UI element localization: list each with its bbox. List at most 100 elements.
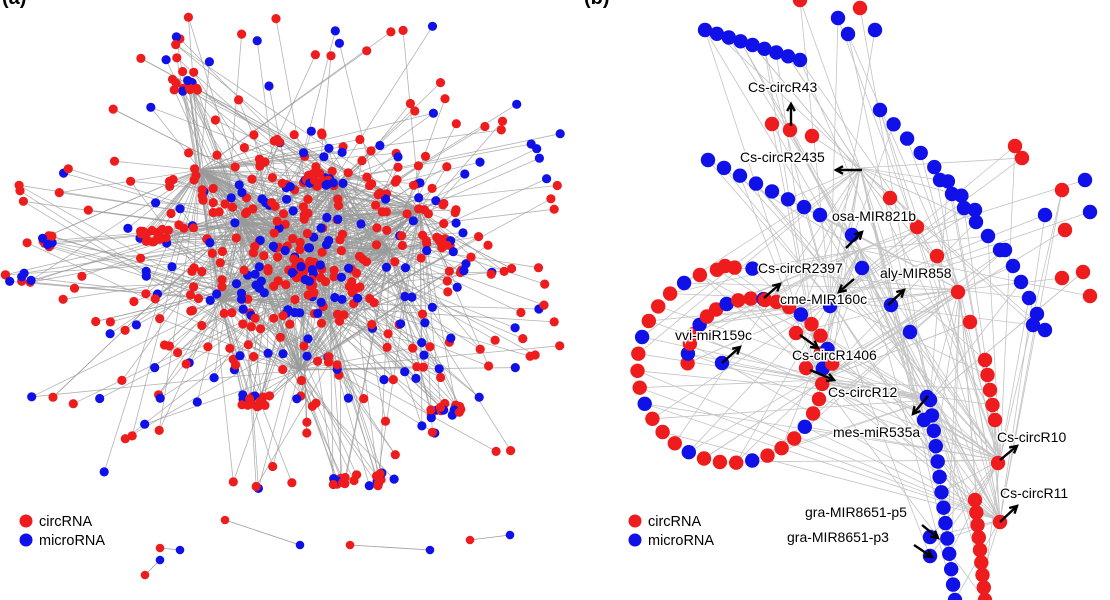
network-edge [699, 274, 821, 381]
legend-circrna-marker [19, 514, 33, 528]
network-node [634, 329, 650, 345]
network-node [637, 396, 652, 411]
network-node [332, 360, 342, 370]
network-node [159, 340, 170, 350]
network-node [239, 265, 249, 275]
network-edge [889, 197, 961, 291]
network-edge [859, 249, 1001, 523]
network-node [466, 252, 476, 262]
network-node [313, 308, 323, 318]
panel-a-label: (a) [2, 0, 26, 9]
network-edge [158, 169, 201, 431]
network-node [362, 172, 372, 182]
network-node [774, 441, 789, 456]
network-node [300, 275, 310, 285]
network-node [317, 128, 327, 138]
network-edge [847, 33, 931, 401]
network-node [446, 333, 456, 343]
network-node [882, 190, 898, 206]
annotation-arrowhead [923, 549, 935, 559]
network-node [651, 299, 666, 314]
network-edge [957, 291, 1001, 521]
network-edge [30, 219, 241, 281]
network-node [534, 153, 545, 163]
network-node [230, 360, 241, 370]
network-node [189, 263, 199, 273]
network-edge [799, 0, 831, 301]
network-node [192, 397, 202, 407]
panel-b-labels: Cs-circR43Cs-circR2435osa-MIR821bCs-circ… [674, 78, 1070, 547]
network-edge [252, 279, 271, 397]
network-node [371, 471, 382, 481]
network-node [271, 14, 281, 24]
annotation-label: Cs-circR43 [748, 79, 817, 95]
network-edge [771, 123, 1001, 521]
network-node [1054, 182, 1070, 198]
network-node [383, 329, 393, 339]
network-node [251, 280, 261, 290]
network-node [428, 108, 438, 118]
network-node [555, 341, 565, 351]
network-node [397, 240, 407, 251]
network-edge [929, 281, 1022, 401]
network-node [329, 272, 339, 282]
network-node [375, 188, 385, 198]
network-node [43, 239, 53, 250]
network-node [542, 174, 552, 184]
network-node [407, 292, 417, 302]
network-node [231, 279, 242, 289]
network-edge [299, 55, 332, 371]
network-edge [734, 267, 961, 291]
network-node [448, 247, 458, 257]
network-node [259, 251, 269, 261]
network-node [366, 146, 376, 156]
network-node [178, 66, 188, 77]
network-node [226, 193, 236, 203]
legend-circrna-label: circRNA [648, 514, 701, 530]
network-node [411, 373, 421, 383]
network-node [220, 199, 230, 209]
network-node [431, 196, 441, 206]
network-edge [829, 299, 977, 513]
panel-b: Cs-circR43Cs-circR2435osa-MIR821bCs-circ… [630, 0, 1098, 600]
network-node [486, 269, 496, 279]
network-node [171, 32, 181, 42]
network-node [147, 237, 157, 247]
network-node [1075, 264, 1091, 280]
network-node [717, 258, 733, 274]
network-edge [829, 299, 1034, 326]
network-node [386, 27, 396, 37]
network-node [454, 407, 464, 417]
network-edge [670, 249, 861, 294]
network-edge [199, 152, 304, 171]
network-edge [693, 249, 861, 335]
network-node [497, 116, 508, 126]
network-node [461, 259, 471, 269]
network-node [465, 535, 475, 545]
network-node [798, 360, 814, 376]
network-node [208, 198, 218, 208]
network-node [655, 424, 670, 440]
network-edge [329, 319, 383, 474]
network-node [1082, 204, 1098, 220]
network-node [631, 346, 646, 361]
network-edge [196, 219, 241, 403]
network-node [5, 276, 15, 286]
network-node [764, 116, 780, 132]
network-node [303, 194, 313, 204]
network-edge [693, 333, 1001, 461]
annotation-arrowhead [809, 340, 821, 350]
network-node [435, 402, 446, 412]
network-edge [999, 189, 1063, 521]
legend-b: circRNA microRNA [628, 514, 714, 549]
network-edge [224, 519, 301, 546]
network-edge [159, 231, 391, 251]
network-edge [859, 167, 941, 181]
network-node [352, 470, 362, 480]
network-node [227, 202, 238, 212]
annotation-label: Cs-circR2435 [740, 149, 825, 165]
network-node [287, 478, 297, 488]
network-node [546, 194, 556, 204]
network-node [288, 206, 298, 216]
network-node [154, 425, 164, 435]
